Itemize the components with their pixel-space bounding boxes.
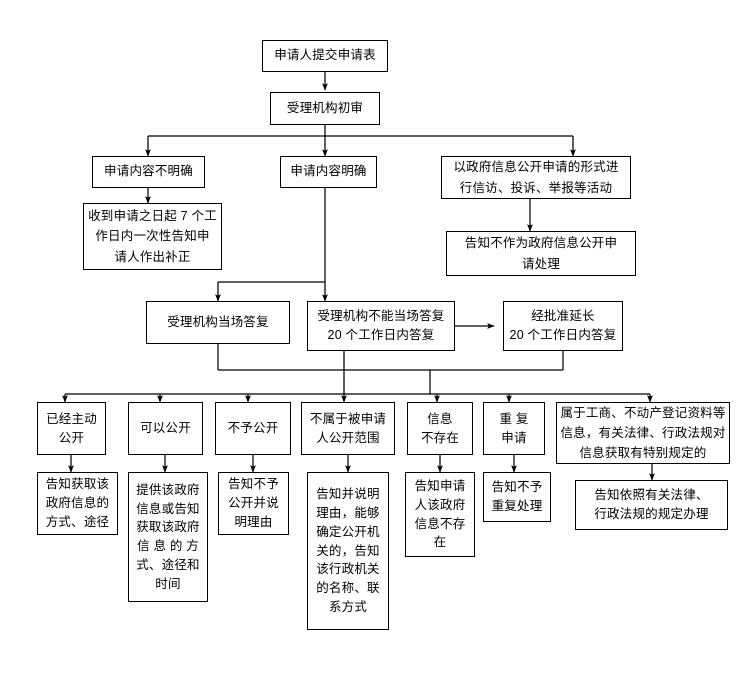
node-not-disclose[interactable]: 不予公开 bbox=[215, 402, 291, 455]
node-repeat-request[interactable]: 重 复 申请 bbox=[483, 402, 545, 455]
node-act-not-disclose[interactable]: 告知不予 公开并说 明理由 bbox=[218, 472, 289, 535]
node-act-info-not-exist[interactable]: 告知申请 人该政府 信息不存 在 bbox=[405, 472, 475, 557]
node-act-can-disclose[interactable]: 提供该政府 信息或告知 获取该政府 信 息 的 方 式、途径和 时间 bbox=[128, 472, 208, 602]
node-as-petition-form[interactable]: 以政府信息公开申请的形式进 行信访、投诉、举报等活动 bbox=[441, 156, 631, 199]
node-can-disclose[interactable]: 可以公开 bbox=[128, 402, 203, 455]
node-submit-form[interactable]: 申请人提交申请表 bbox=[262, 40, 388, 72]
node-act-already-disclosed[interactable]: 告知获取该 政府信息的 方式、途径 bbox=[37, 472, 118, 535]
node-cannot-answer-on-site[interactable]: 受理机构不能当场答复 20 个工作日内答复 bbox=[307, 301, 455, 351]
node-already-disclosed[interactable]: 已经主动 公开 bbox=[37, 402, 106, 455]
node-info-not-exist[interactable]: 信息 不存在 bbox=[407, 402, 473, 455]
node-special-regulation[interactable]: 属于工商、不动产登记资料等 信息，有关法律、行政法规对 信息获取有特别规定的 bbox=[556, 402, 730, 464]
node-not-treated-as-request[interactable]: 告知不作为政府信息公开申 请处理 bbox=[446, 231, 636, 276]
node-act-special-regulation[interactable]: 告知依照有关法律、 行政法规的规定办理 bbox=[575, 480, 728, 530]
node-content-unclear[interactable]: 申请内容不明确 bbox=[92, 156, 205, 188]
node-initial-review[interactable]: 受理机构初审 bbox=[270, 92, 380, 125]
node-content-clear[interactable]: 申请内容明确 bbox=[280, 156, 377, 188]
node-approved-extension[interactable]: 经批准延长 20 个工作日内答复 bbox=[503, 301, 623, 351]
node-answer-on-site[interactable]: 受理机构当场答复 bbox=[146, 301, 290, 344]
node-act-not-in-scope[interactable]: 告知并说明 理由，能够 确定公开机 关的，告知 该行政机关 的名称、联 系方式 bbox=[307, 472, 389, 630]
node-correct-notice[interactable]: 收到申请之日起 7 个工 作日内一次性告知申 请人作出补正 bbox=[83, 203, 222, 270]
node-not-in-scope[interactable]: 不属于被申请 人公开范围 bbox=[301, 402, 395, 455]
node-act-repeat-request[interactable]: 告知不予 重复处理 bbox=[483, 472, 551, 522]
